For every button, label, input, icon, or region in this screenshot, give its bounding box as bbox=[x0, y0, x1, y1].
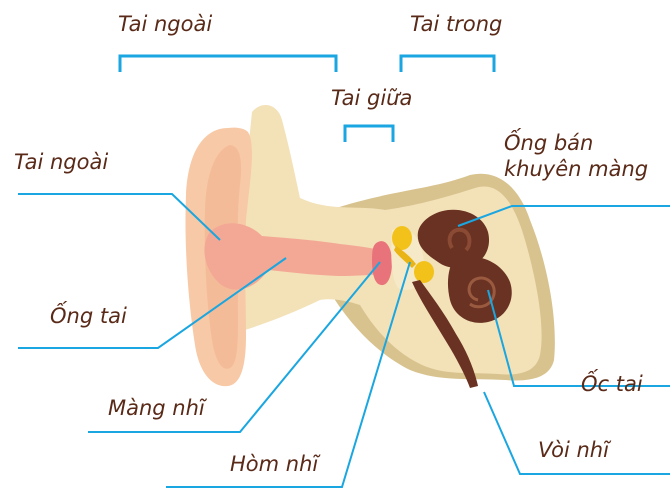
bracket-inner-ear bbox=[401, 56, 494, 72]
label-middle-ear-top: Tai giữa bbox=[331, 88, 412, 109]
ossicle-malleus bbox=[392, 226, 412, 250]
label-semicircular-canals: Ống bán khuyên màng bbox=[504, 130, 648, 183]
label-eustachian-tube: Vòi nhĩ bbox=[538, 440, 609, 461]
ossicle-incus bbox=[414, 261, 434, 283]
label-eardrum: Màng nhĩ bbox=[108, 398, 205, 419]
label-cochlea: Ốc tai bbox=[581, 374, 643, 395]
bracket-outer-ear bbox=[120, 56, 336, 72]
bracket-middle-ear bbox=[345, 126, 393, 142]
label-outer-ear: Tai ngoài bbox=[14, 152, 108, 173]
label-inner-ear-top: Tai trong bbox=[410, 14, 502, 35]
label-tympanic-cavity: Hòm nhĩ bbox=[230, 454, 318, 475]
label-outer-ear-top: Tai ngoài bbox=[118, 14, 212, 35]
label-ear-canal: Ống tai bbox=[50, 306, 127, 327]
eardrum-shape bbox=[372, 241, 392, 285]
